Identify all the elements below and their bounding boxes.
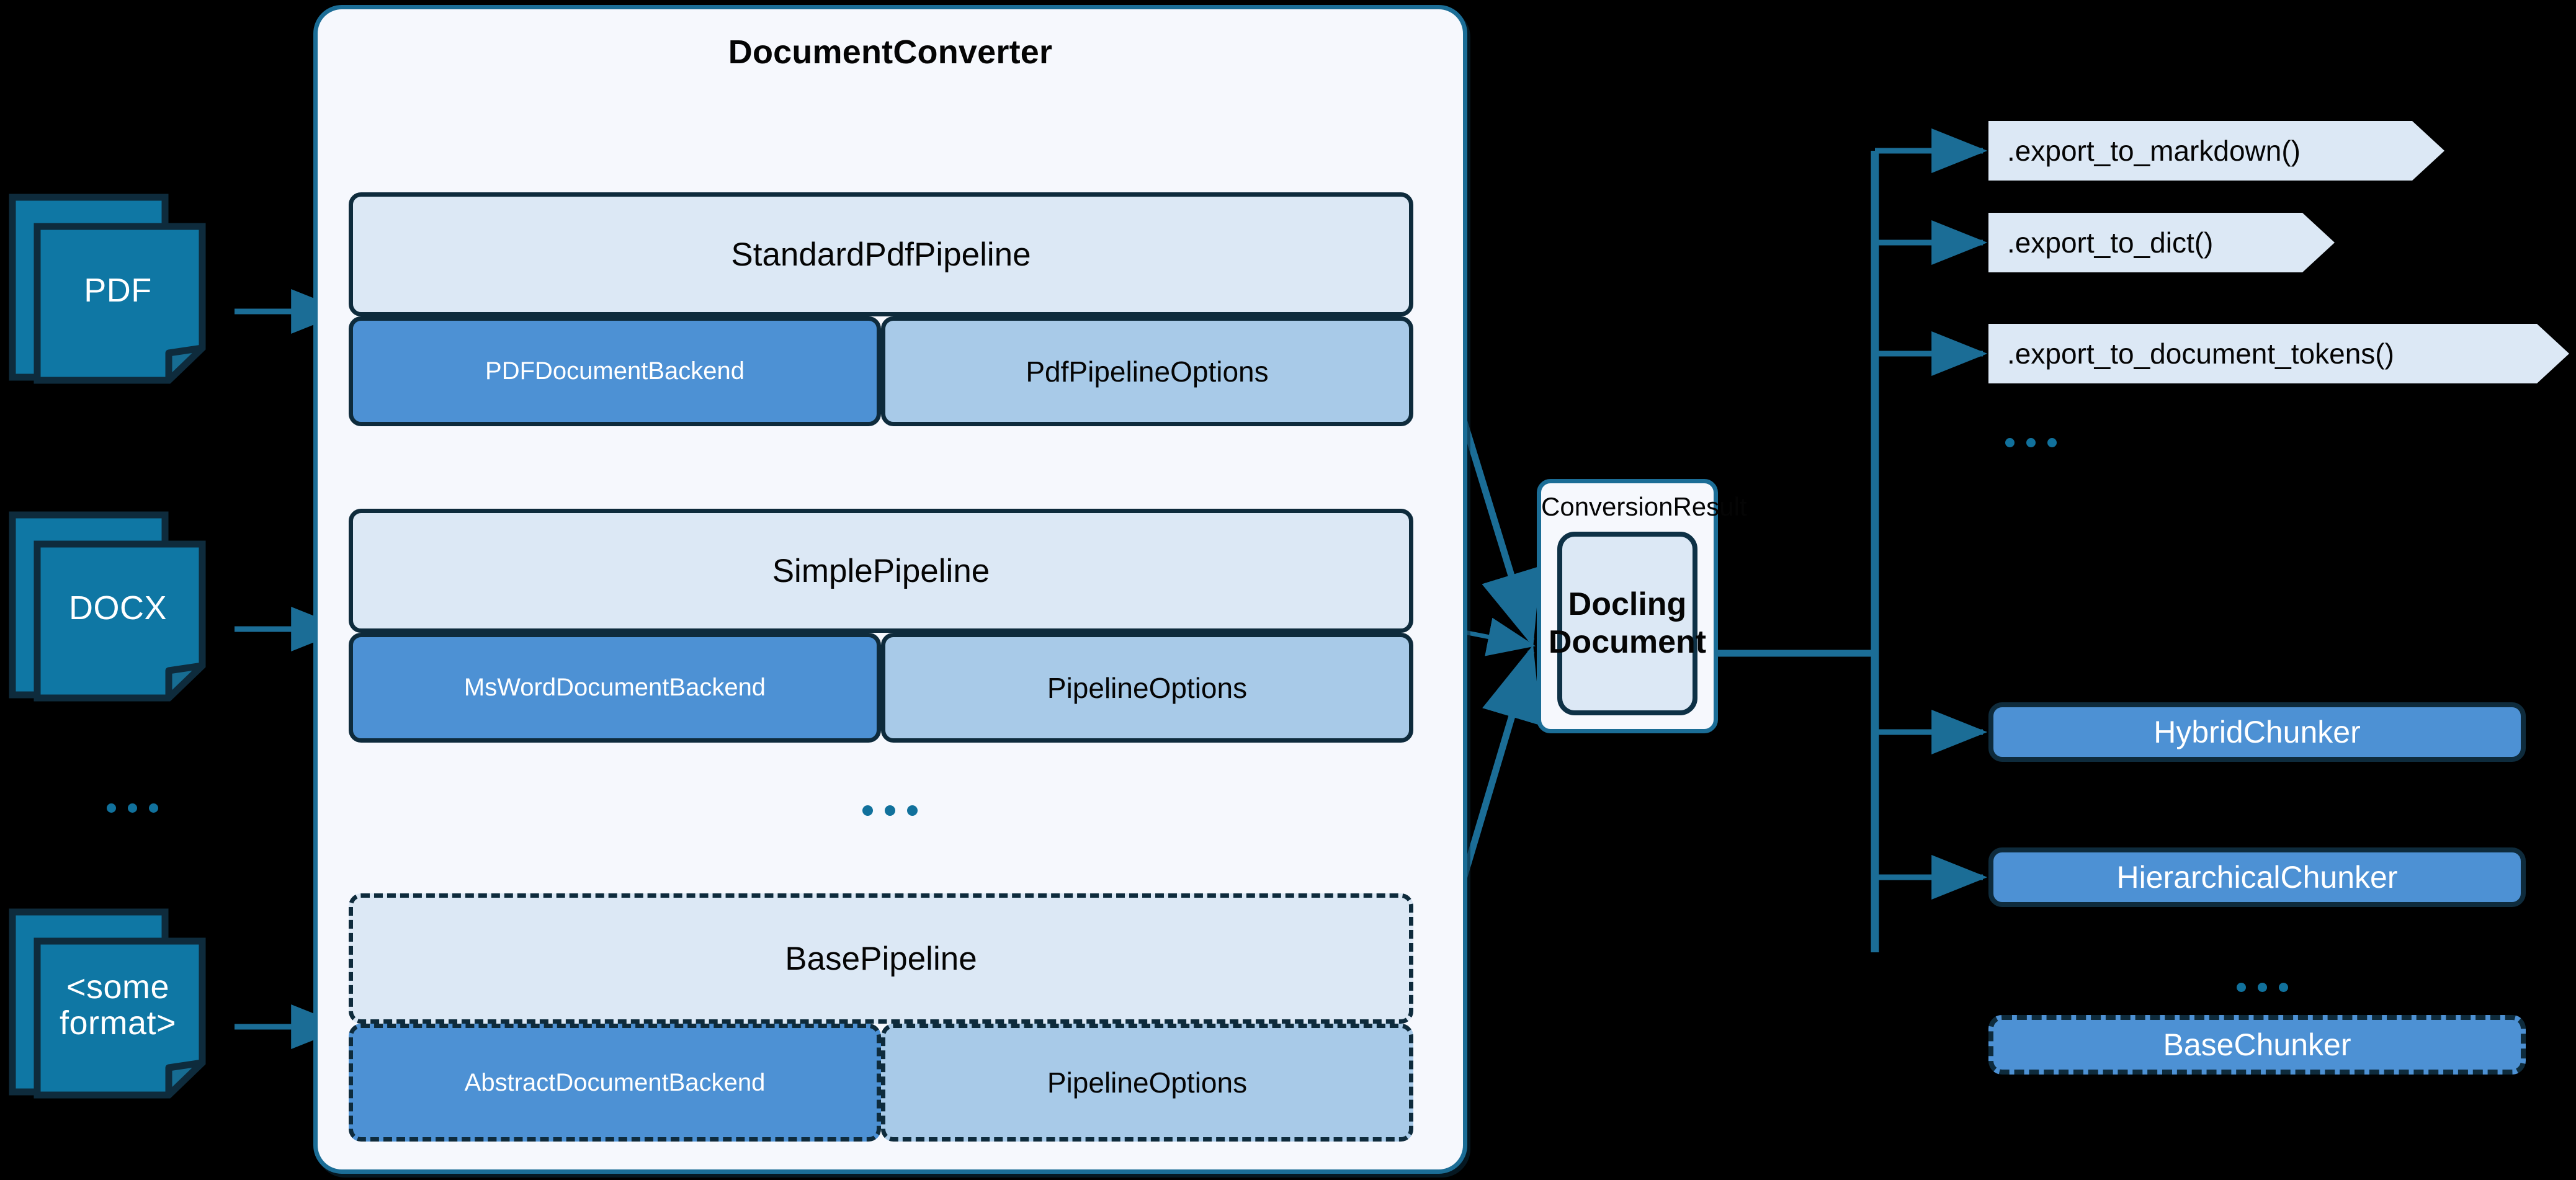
backend-pdf-document-backend[interactable]: PDFDocumentBackend xyxy=(349,316,881,426)
dot xyxy=(2005,438,2015,447)
file-document-icon xyxy=(9,194,206,384)
input-document-pdf[interactable]: PDF xyxy=(9,169,238,411)
options-pipeline-options[interactable]: PipelineOptions xyxy=(881,633,1413,743)
pipeline-name-standard-pdf[interactable]: StandardPdfPipeline xyxy=(349,192,1413,316)
export-method-label: .export_to_dict() xyxy=(2007,226,2214,259)
pipeline-row: AbstractDocumentBackend PipelineOptions xyxy=(349,1024,1413,1142)
backend-msword-document-backend[interactable]: MsWordDocumentBackend xyxy=(349,633,881,743)
file-document-icon xyxy=(9,908,206,1099)
pipeline-name-base[interactable]: BasePipeline xyxy=(349,893,1413,1024)
chunker-label: HybridChunker xyxy=(2153,715,2361,749)
pipeline-group-base[interactable]: BasePipeline AbstractDocumentBackend Pip… xyxy=(349,893,1413,1142)
dot xyxy=(2237,983,2246,992)
docling-document-line-2: Document xyxy=(1548,624,1707,660)
dot xyxy=(2047,438,2057,447)
chunker-label: BaseChunker xyxy=(2163,1027,2351,1062)
backend-abstract-document-backend[interactable]: AbstractDocumentBackend xyxy=(349,1024,881,1142)
chunker-hybrid[interactable]: HybridChunker xyxy=(1988,702,2526,762)
dot xyxy=(907,805,918,816)
dot xyxy=(149,803,158,813)
export-method-dict[interactable]: .export_to_dict() xyxy=(1988,213,2335,272)
document-converter-title: DocumentConverter xyxy=(728,34,1053,71)
dot xyxy=(107,803,116,813)
chunker-base[interactable]: BaseChunker xyxy=(1988,1015,2526,1075)
dot xyxy=(2026,438,2036,447)
docling-document-line-1: Docling xyxy=(1568,586,1687,622)
export-method-label: .export_to_markdown() xyxy=(2007,135,2301,167)
pipeline-name-simple[interactable]: SimplePipeline xyxy=(349,509,1413,633)
pipeline-group-simple[interactable]: SimplePipeline MsWordDocumentBackend Pip… xyxy=(349,509,1413,743)
export-method-document-tokens[interactable]: .export_to_document_tokens() xyxy=(1988,324,2569,383)
options-pipeline-options-base[interactable]: PipelineOptions xyxy=(881,1024,1413,1142)
export-method-markdown[interactable]: .export_to_markdown() xyxy=(1988,121,2444,181)
dot xyxy=(862,805,873,816)
conversion-result-title: ConversionResult xyxy=(1541,492,1747,521)
dot xyxy=(2279,983,2288,992)
input-document-docx[interactable]: DOCX xyxy=(9,487,238,729)
pipeline-row: PDFDocumentBackend PdfPipelineOptions xyxy=(349,316,1413,426)
pipelines-ellipsis xyxy=(862,805,918,816)
chunker-label: HierarchicalChunker xyxy=(2116,860,2398,895)
chunkers-ellipsis xyxy=(2237,983,2288,992)
dot xyxy=(2258,983,2267,992)
options-pdf-pipeline-options[interactable]: PdfPipelineOptions xyxy=(881,316,1413,426)
file-document-icon xyxy=(9,511,206,702)
pipeline-row: MsWordDocumentBackend PipelineOptions xyxy=(349,633,1413,743)
input-documents-ellipsis xyxy=(107,803,158,813)
chunker-hierarchical[interactable]: HierarchicalChunker xyxy=(1988,847,2526,907)
dot xyxy=(128,803,137,813)
exports-ellipsis xyxy=(2005,438,2057,447)
dot xyxy=(885,805,895,816)
export-method-label: .export_to_document_tokens() xyxy=(2007,337,2394,370)
pipeline-group-standard-pdf[interactable]: StandardPdfPipeline PDFDocumentBackend P… xyxy=(349,192,1413,426)
